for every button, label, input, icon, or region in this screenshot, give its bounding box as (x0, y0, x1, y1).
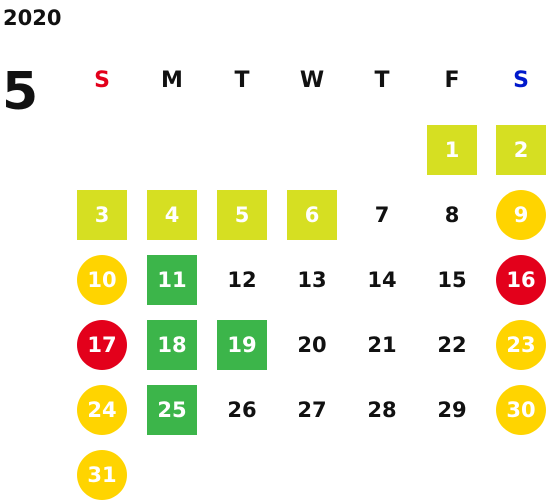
weekday-header-1: M (161, 68, 183, 93)
calendar-day-30[interactable]: 30 (496, 385, 546, 435)
calendar-day-11[interactable]: 11 (147, 255, 197, 305)
calendar-day-7[interactable]: 7 (374, 203, 390, 227)
calendar-day-8[interactable]: 8 (444, 203, 460, 227)
calendar-day-23[interactable]: 23 (496, 320, 546, 370)
calendar-day-26[interactable]: 26 (227, 398, 257, 422)
calendar-day-31[interactable]: 31 (77, 450, 127, 500)
calendar-day-17[interactable]: 17 (77, 320, 127, 370)
calendar-day-25[interactable]: 25 (147, 385, 197, 435)
calendar-day-19[interactable]: 19 (217, 320, 267, 370)
weekday-header-5: F (444, 68, 460, 93)
calendar-day-1[interactable]: 1 (427, 125, 477, 175)
calendar-day-13[interactable]: 13 (297, 268, 327, 292)
weekday-header-4: T (374, 68, 390, 93)
calendar-day-22[interactable]: 22 (437, 333, 467, 357)
year-label: 2020 (3, 6, 62, 30)
calendar-day-24[interactable]: 24 (77, 385, 127, 435)
weekday-header-6: S (513, 68, 529, 93)
weekday-header-2: T (234, 68, 250, 93)
calendar-day-16[interactable]: 16 (496, 255, 546, 305)
calendar-day-21[interactable]: 21 (367, 333, 397, 357)
calendar-day-14[interactable]: 14 (367, 268, 397, 292)
calendar-day-29[interactable]: 29 (437, 398, 467, 422)
weekday-header-0: S (94, 68, 110, 93)
calendar-day-28[interactable]: 28 (367, 398, 397, 422)
calendar-day-15[interactable]: 15 (437, 268, 467, 292)
month-number: 5 (2, 62, 39, 122)
calendar-day-5[interactable]: 5 (217, 190, 267, 240)
weekday-header-3: W (299, 68, 325, 93)
calendar-day-10[interactable]: 10 (77, 255, 127, 305)
calendar-day-6[interactable]: 6 (287, 190, 337, 240)
calendar-day-18[interactable]: 18 (147, 320, 197, 370)
calendar-day-20[interactable]: 20 (297, 333, 327, 357)
calendar-day-12[interactable]: 12 (227, 268, 257, 292)
calendar-day-4[interactable]: 4 (147, 190, 197, 240)
calendar-day-27[interactable]: 27 (297, 398, 327, 422)
calendar-day-2[interactable]: 2 (496, 125, 546, 175)
calendar-day-9[interactable]: 9 (496, 190, 546, 240)
calendar-day-3[interactable]: 3 (77, 190, 127, 240)
